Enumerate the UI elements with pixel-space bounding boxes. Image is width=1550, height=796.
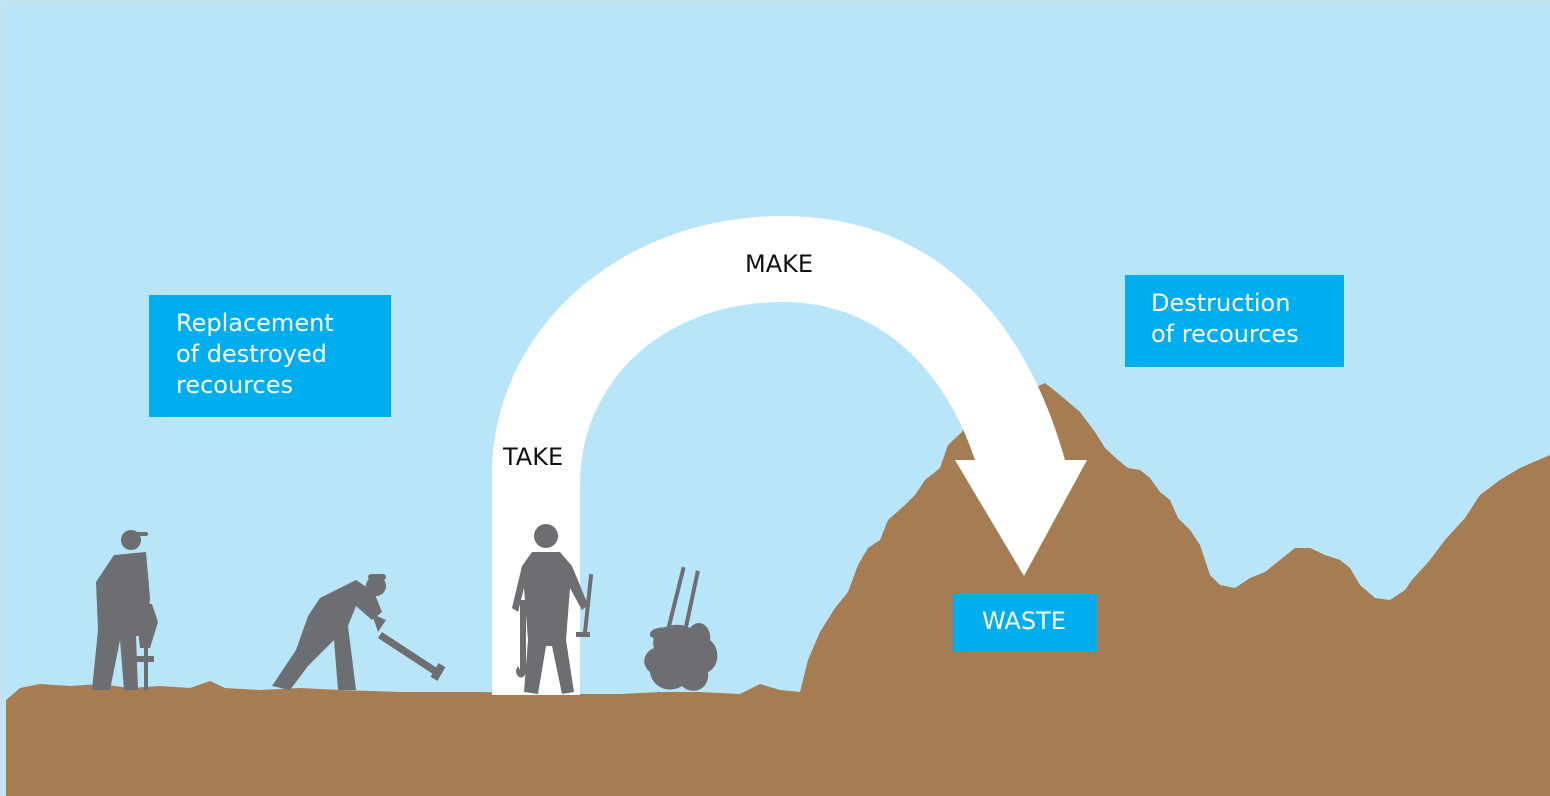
waste-label-box: WASTE <box>953 594 1097 652</box>
destruction-line-1: Destruction <box>1151 289 1291 317</box>
waste-label: WASTE <box>982 607 1066 635</box>
replacement-line-3: recources <box>176 371 293 399</box>
destruction-label-box: Destruction of recources <box>1125 275 1344 367</box>
replacement-line-1: Replacement <box>176 309 334 337</box>
replacement-label-box: Replacement of destroyed recources <box>149 295 391 417</box>
worker-with-hammer <box>272 574 446 690</box>
tools-and-rocks <box>644 566 718 691</box>
replacement-line-2: of destroyed <box>176 340 327 368</box>
worker-with-pry-bar <box>92 530 158 690</box>
ground-and-mountain <box>6 383 1550 796</box>
take-label: TAKE <box>503 443 564 471</box>
make-label: MAKE <box>745 250 814 278</box>
destruction-line-2: of recources <box>1151 320 1299 348</box>
take-make-waste-arrow <box>492 216 1087 695</box>
worker-with-tools <box>512 524 594 694</box>
